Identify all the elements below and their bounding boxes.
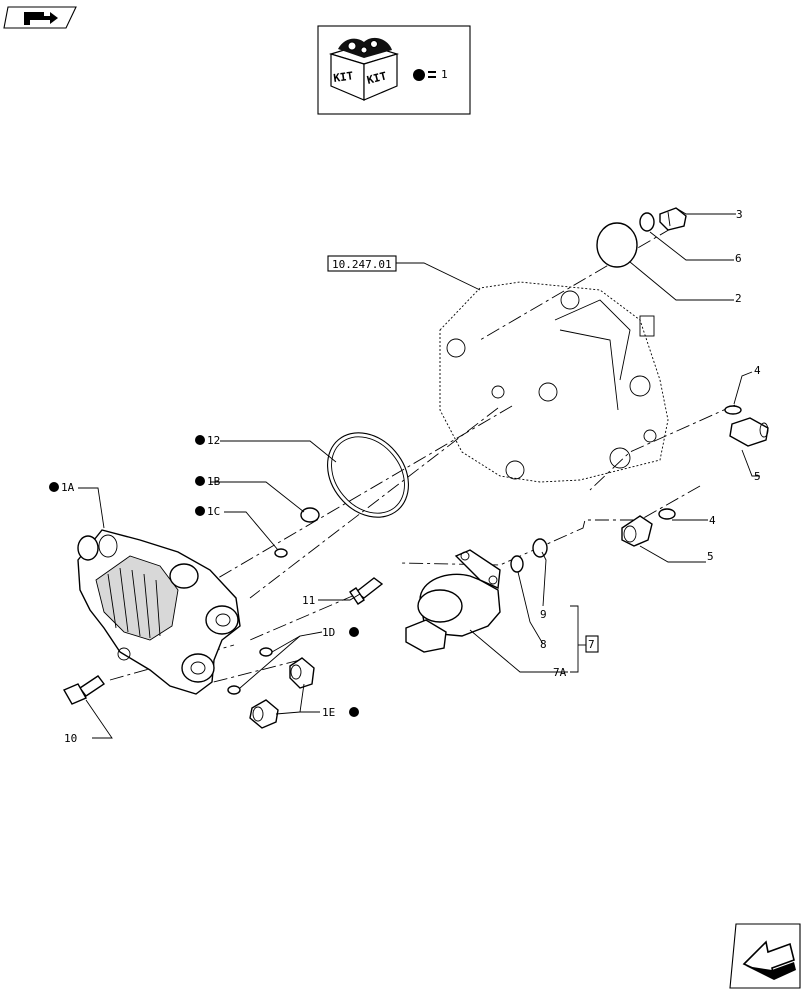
callout-1e: 1E — [322, 706, 335, 719]
long-bolt-10 — [63, 675, 106, 705]
o-ring-8 — [510, 555, 524, 573]
kit-legend-box: KIT KIT 1 — [317, 25, 471, 115]
kit-markers — [49, 435, 359, 717]
callout-1c: 1C — [207, 505, 220, 518]
o-ring-1d-lower — [227, 685, 241, 695]
fitting-1e-lower — [249, 699, 279, 729]
part-7-box — [585, 635, 599, 653]
kit-legend-ref: 1 — [441, 68, 448, 81]
reference-box-label[interactable]: 10.247.01 — [332, 258, 392, 271]
solenoid-valve-7a — [405, 549, 501, 653]
o-ring-lower-right — [658, 508, 676, 520]
fitting-1e-upper — [289, 657, 315, 689]
callout-5-lower: 5 — [707, 550, 714, 563]
callout-2: 2 — [735, 292, 742, 305]
leader-lines — [78, 207, 760, 739]
washer-part — [639, 212, 655, 232]
seal-ring-part — [596, 222, 638, 268]
large-gasket-inner — [331, 436, 405, 514]
nut-part — [659, 207, 687, 231]
callout-11: 11 — [302, 594, 315, 607]
large-gasket-part — [327, 432, 409, 518]
kit-label-right: KIT — [366, 69, 389, 87]
fitting-lower-right — [621, 515, 653, 547]
reference-box[interactable] — [327, 255, 397, 272]
callout-5-upper: 5 — [754, 470, 761, 483]
callout-6: 6 — [735, 252, 742, 265]
callout-10: 10 — [64, 732, 77, 745]
folder-back-icon[interactable] — [3, 6, 77, 29]
callout-7: 7 — [588, 638, 595, 651]
o-ring-1c — [274, 548, 288, 558]
pump-body — [439, 281, 669, 483]
callout-4-upper: 4 — [754, 364, 761, 377]
callout-1d: 1D — [322, 626, 335, 639]
callout-3: 3 — [736, 208, 743, 221]
callout-1a: 1A — [61, 481, 75, 494]
callout-9: 9 — [540, 608, 547, 621]
small-bolt-11 — [349, 577, 384, 605]
kit-label-left: KIT — [333, 69, 355, 85]
black-dot-marker — [413, 69, 425, 81]
callout-8: 8 — [540, 638, 547, 651]
callout-1b: 1B — [207, 475, 221, 488]
o-ring-1b — [300, 507, 320, 523]
fitting-upper-right — [729, 417, 769, 447]
o-ring-upper-right — [724, 405, 742, 415]
callout-4-lower: 4 — [709, 514, 716, 527]
pump-head-housing — [77, 529, 241, 695]
o-ring-9 — [532, 538, 548, 558]
next-page-arrow-icon[interactable] — [729, 923, 801, 989]
o-ring-1d-upper — [259, 647, 273, 657]
kit-box-icon — [328, 37, 400, 101]
callout-7a: 7A — [553, 666, 567, 679]
callout-12: 12 — [207, 434, 220, 447]
